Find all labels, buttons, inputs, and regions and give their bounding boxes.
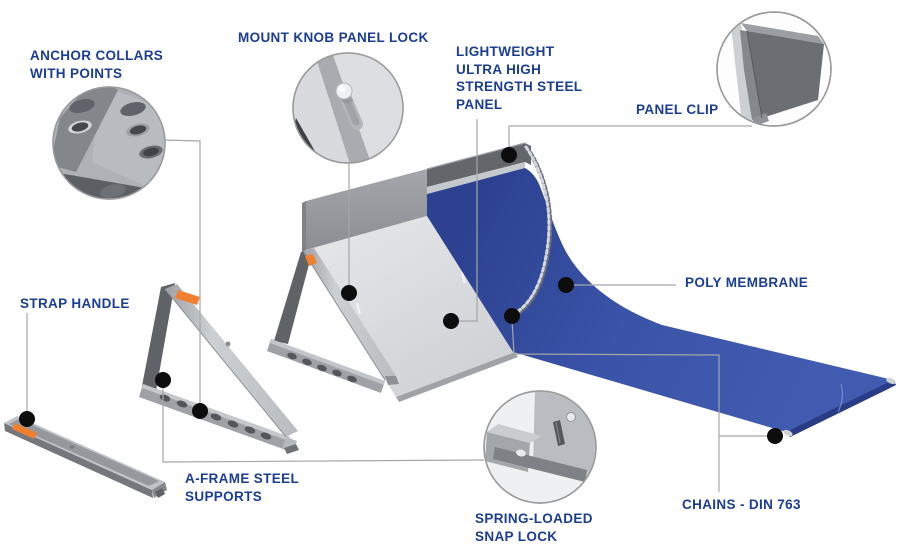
callout-snap-lock: SPRING-LOADED SNAP LOCK bbox=[475, 510, 593, 545]
label-line: PANEL bbox=[456, 96, 503, 112]
callout-mount-knob: MOUNT KNOB PANEL LOCK bbox=[238, 29, 429, 47]
dot-a-frame bbox=[155, 372, 171, 388]
label-line: SNAP LOCK bbox=[475, 528, 558, 544]
snap-lock-detail-circle bbox=[483, 390, 597, 504]
callout-steel-panel: LIGHTWEIGHT ULTRA HIGH STRENGTH STEEL PA… bbox=[456, 43, 582, 113]
marker-dots bbox=[19, 147, 783, 444]
label-line: A-FRAME STEEL bbox=[185, 471, 300, 486]
label-line: MOUNT KNOB PANEL LOCK bbox=[238, 30, 429, 45]
label-line: SUPPORTS bbox=[185, 488, 263, 504]
callout-strap-handle: STRAP HANDLE bbox=[20, 295, 130, 313]
label-line: PANEL CLIP bbox=[636, 102, 719, 117]
callout-panel-clip: PANEL CLIP bbox=[636, 101, 719, 119]
dot-steel-panel bbox=[443, 313, 459, 329]
poly-membrane-sheet bbox=[427, 168, 896, 437]
panel-clip-detail-circle bbox=[716, 11, 832, 127]
label-line: SPRING-LOADED bbox=[475, 511, 593, 526]
leader-anchor-collars bbox=[163, 139, 201, 405]
dot-anchor-collars bbox=[192, 403, 208, 419]
callout-chains: CHAINS - DIN 763 bbox=[682, 496, 801, 514]
folded-a-frame bbox=[4, 416, 167, 498]
barrier-back-wall bbox=[302, 169, 427, 252]
label-line: CHAINS - DIN 763 bbox=[682, 497, 801, 512]
membrane-hem bbox=[786, 380, 896, 437]
callout-a-frame: A-FRAME STEEL SUPPORTS bbox=[185, 470, 299, 505]
leader-lines bbox=[26, 119, 768, 492]
left-a-frame bbox=[139, 283, 299, 454]
center-a-frame bbox=[267, 248, 399, 393]
label-line: POLY MEMBRANE bbox=[685, 275, 809, 290]
anchor-collars-detail-circle bbox=[52, 86, 166, 200]
chain bbox=[510, 145, 553, 319]
label-line: STRAP HANDLE bbox=[20, 296, 130, 311]
dot-panel-clip bbox=[501, 147, 517, 163]
dot-chain-end bbox=[504, 308, 520, 324]
leader-a-frame-snap-lock bbox=[162, 386, 485, 463]
orange-marker bbox=[175, 290, 200, 305]
dot-chain-hem bbox=[767, 428, 783, 444]
strap-handle-strap bbox=[12, 423, 37, 439]
label-line: ULTRA HIGH bbox=[456, 61, 542, 77]
leader-chains bbox=[511, 319, 720, 492]
leader-steel-panel bbox=[458, 119, 478, 322]
callout-poly-membrane: POLY MEMBRANE bbox=[685, 274, 808, 292]
callout-anchor-collars: ANCHOR COLLARS WITH POINTS bbox=[30, 47, 163, 82]
label-line: STRENGTH STEEL bbox=[456, 79, 583, 94]
leader-panel-clip bbox=[508, 125, 752, 149]
label-line: WITH POINTS bbox=[30, 65, 123, 81]
mount-knob-detail-circle bbox=[292, 52, 404, 164]
dot-strap-handle bbox=[19, 411, 35, 427]
dot-mount-knob bbox=[341, 285, 357, 301]
label-line: LIGHTWEIGHT bbox=[456, 44, 555, 59]
dot-poly-membrane bbox=[558, 277, 574, 293]
orange-marker bbox=[305, 254, 317, 266]
steel-panel-face bbox=[306, 216, 518, 402]
label-line: ANCHOR COLLARS bbox=[30, 48, 164, 63]
